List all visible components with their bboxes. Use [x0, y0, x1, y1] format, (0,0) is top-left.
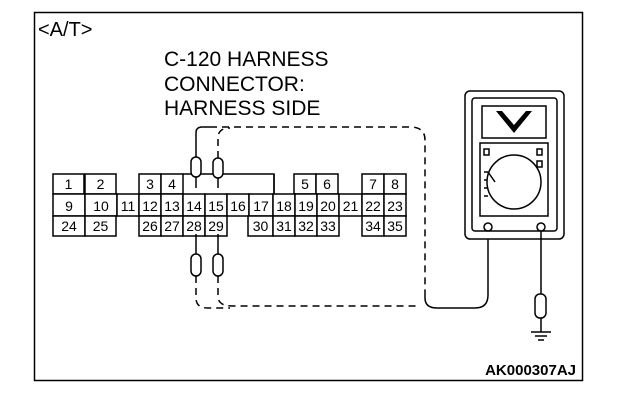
pin-3-label: 3 [146, 176, 154, 192]
upper-wire-dashed [210, 126, 426, 290]
voltage-v-icon [496, 111, 532, 133]
pin-28-label: 28 [186, 218, 202, 234]
pin-8-label: 8 [391, 176, 399, 192]
pin-7-label: 7 [369, 176, 377, 192]
meter-indicator-tr [536, 148, 543, 156]
ground-icon [531, 331, 551, 341]
meter-display [481, 105, 547, 139]
pin-11-label: 11 [121, 198, 136, 214]
pin-4-label: 4 [168, 176, 176, 192]
pin-1-label: 1 [65, 176, 73, 192]
pin-12-label: 12 [142, 198, 158, 214]
probe-wiring [190, 126, 489, 309]
pin-14-label: 14 [186, 198, 202, 214]
pin-24-label: 24 [61, 218, 77, 234]
pin-2-label: 2 [97, 176, 105, 192]
meter-terminal-com[interactable] [483, 222, 493, 232]
lower-wire-pin29-dashed [217, 276, 420, 307]
pin-33-label: 33 [320, 218, 336, 234]
multimeter [464, 90, 565, 341]
pin-18-label: 18 [276, 198, 292, 214]
pin-6-label: 6 [323, 176, 331, 192]
ground-probe [534, 293, 547, 319]
pin-30-label: 30 [253, 218, 269, 234]
connector-title-line-1: C-120 HARNESS [164, 48, 329, 71]
meter-terminal-v[interactable] [536, 222, 546, 232]
pin-19-label: 19 [298, 198, 314, 214]
pin-16-label: 16 [230, 198, 246, 214]
figure-code: AK000307AJ [485, 362, 576, 379]
pin-32-label: 32 [298, 218, 314, 234]
pin-15-label: 15 [208, 198, 224, 214]
pin-10-label: 10 [93, 198, 109, 214]
pin-33-cell [316, 215, 340, 237]
pin-29-label: 29 [208, 218, 224, 234]
meter-indicator-tl [483, 148, 490, 156]
upper-wire-pin15-dashed [217, 127, 231, 158]
pin-17-label: 17 [253, 198, 269, 214]
meter-dial [486, 154, 542, 210]
probe-pin28-lower [190, 253, 202, 277]
connector-title: C-120 HARNESS CONNECTOR: HARNESS SIDE [164, 48, 329, 120]
pin-22-label: 22 [365, 198, 381, 214]
pin-13-label: 13 [164, 198, 180, 214]
connector-title-line-3: HARNESS SIDE [164, 97, 320, 120]
pin-9-label: 9 [65, 198, 73, 214]
pin-25-cell [84, 215, 117, 237]
meter-indicator-r [536, 160, 543, 168]
pin-34-label: 34 [365, 218, 381, 234]
probe-pin14-upper [190, 156, 202, 178]
pin-5-label: 5 [301, 176, 309, 192]
diagram-frame [33, 11, 584, 382]
meter-lead-solid [424, 228, 489, 309]
lower-wire-pin28-dashed [195, 276, 230, 309]
upper-wire-solid [195, 126, 210, 157]
connector-title-line-2: CONNECTOR: [164, 73, 305, 96]
pin-26-label: 26 [142, 218, 158, 234]
pin-29-cell [204, 215, 228, 237]
probe-pin29-lower [212, 253, 224, 277]
pin-25-label: 25 [93, 218, 109, 234]
pin-23-label: 23 [387, 198, 403, 214]
pin-20-label: 20 [320, 198, 336, 214]
pin-21-label: 21 [343, 198, 359, 214]
pin-31-label: 31 [276, 218, 292, 234]
pin-27-label: 27 [164, 218, 180, 234]
pin-35-cell [383, 215, 407, 237]
pin-35-label: 35 [387, 218, 403, 234]
probe-pin15-upper [212, 157, 224, 179]
section-tag: <A/T> [38, 19, 92, 41]
